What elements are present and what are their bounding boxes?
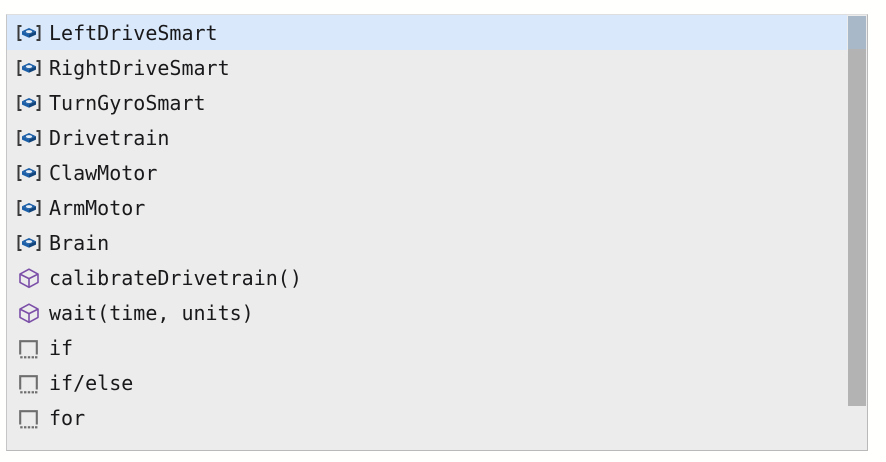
list-item-label: for <box>49 405 86 430</box>
device-block-icon <box>16 197 42 219</box>
list-item[interactable]: TurnGyroSmart <box>7 85 847 120</box>
control-block-icon <box>16 372 42 394</box>
list-item[interactable]: RightDriveSmart <box>7 50 847 85</box>
device-block-icon <box>16 127 42 149</box>
device-block-icon <box>16 92 42 114</box>
device-block-icon <box>16 57 42 79</box>
list-item-label: Brain <box>49 230 110 255</box>
list-item[interactable]: for <box>7 400 847 435</box>
list-item[interactable]: ClawMotor <box>7 155 847 190</box>
list-item-label: RightDriveSmart <box>49 55 230 80</box>
list-item[interactable]: LeftDriveSmart <box>7 15 847 50</box>
list-item[interactable]: if <box>7 330 847 365</box>
list-item-label: if <box>49 335 74 360</box>
control-block-icon <box>16 407 42 429</box>
list-item-label: LeftDriveSmart <box>49 20 218 45</box>
vertical-scrollbar-thumb[interactable] <box>848 16 866 406</box>
list-item-label: if/else <box>49 370 134 395</box>
function-cube-icon <box>16 267 42 289</box>
list-item-label: calibrateDrivetrain() <box>49 265 302 290</box>
list-item[interactable]: Drivetrain <box>7 120 847 155</box>
device-block-icon <box>16 232 42 254</box>
list-item[interactable]: ArmMotor <box>7 190 847 225</box>
list-item[interactable]: wait(time, units) <box>7 295 847 330</box>
list-item-label: Drivetrain <box>49 125 170 150</box>
list-item-label: ArmMotor <box>49 195 146 220</box>
vertical-scrollbar-track[interactable] <box>847 15 867 450</box>
control-block-icon <box>16 337 42 359</box>
device-block-icon <box>16 22 42 44</box>
list-item-label: wait(time, units) <box>49 300 254 325</box>
list-item-label: TurnGyroSmart <box>49 90 206 115</box>
device-block-icon <box>16 162 42 184</box>
list-item[interactable]: if/else <box>7 365 847 400</box>
list-item[interactable]: Brain <box>7 225 847 260</box>
list-item-label: ClawMotor <box>49 160 158 185</box>
list-item[interactable]: calibrateDrivetrain() <box>7 260 847 295</box>
function-cube-icon <box>16 302 42 324</box>
